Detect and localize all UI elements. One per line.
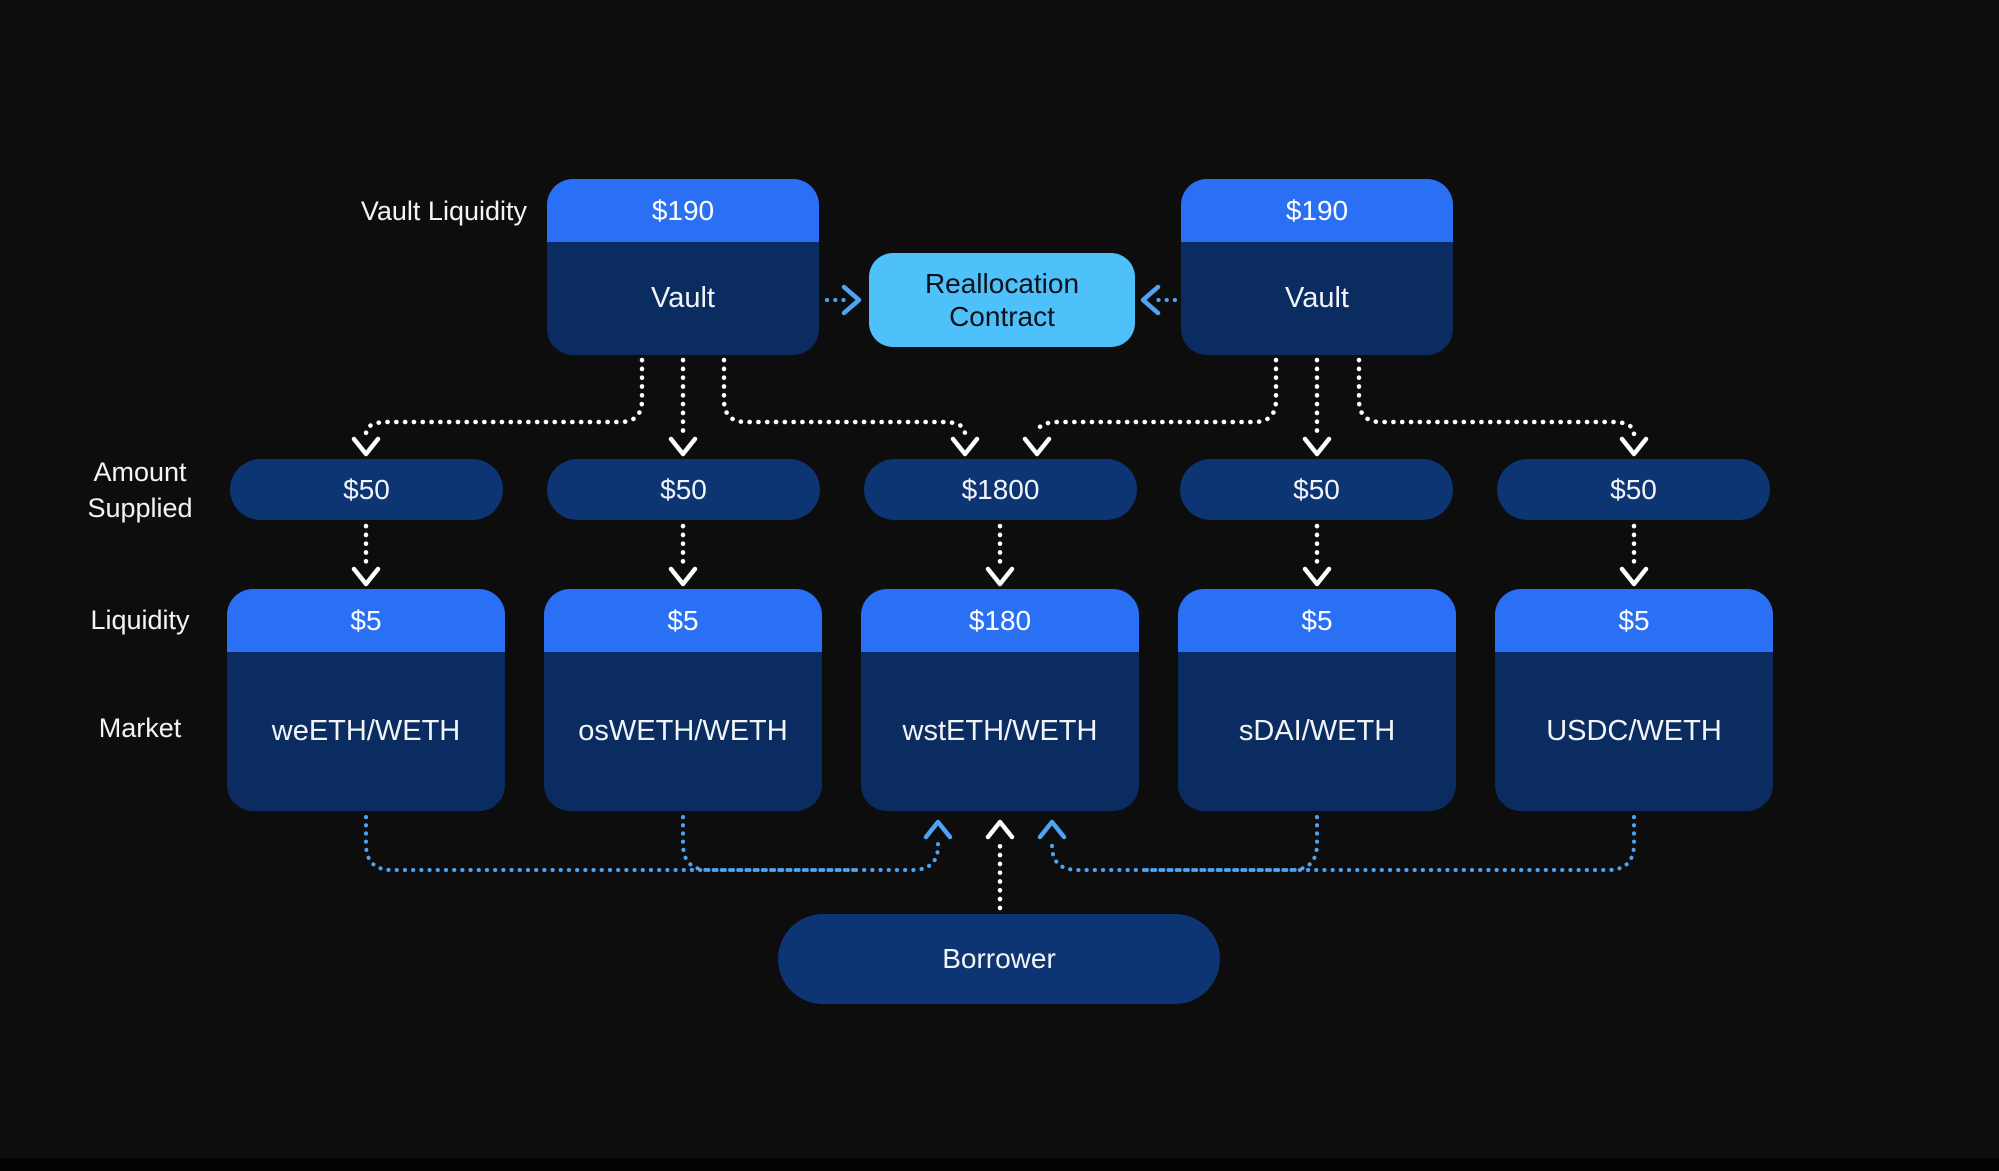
arrowhead-down-amount4 (1302, 436, 1332, 457)
arrowhead-down-market5 (1619, 566, 1649, 587)
market-card-usdc: $5 USDC/WETH (1495, 589, 1773, 811)
arrowhead-down-market1 (351, 566, 381, 587)
market-osweth-liquidity: $5 (544, 589, 822, 652)
wire-market1-to-market3 (364, 815, 940, 872)
market-usdc-liquidity: $5 (1495, 589, 1773, 652)
market-card-sdai: $5 sDAI/WETH (1178, 589, 1456, 811)
market-card-wsteth: $180 wstETH/WETH (861, 589, 1139, 811)
vault-card-left: $190 Vault (547, 179, 819, 355)
amount-pill-1: $50 (230, 459, 503, 520)
vault-card-right: $190 Vault (1181, 179, 1453, 355)
arrowhead-down-amount2 (668, 436, 698, 457)
label-vault-liquidity: Vault Liquidity (360, 196, 527, 226)
market-card-osweth: $5 osWETH/WETH (544, 589, 822, 811)
label-liquidity: Liquidity (90, 605, 190, 635)
label-market: Market (98, 713, 182, 743)
vault-left-label: Vault (547, 242, 819, 355)
arrowhead-up-market3-center (985, 819, 1015, 840)
arrowhead-right-contract (841, 284, 862, 316)
market-wsteth-name: wstETH/WETH (861, 652, 1139, 811)
vault-right-liquidity: $190 (1181, 179, 1453, 242)
wire-vault1-to-amount1 (363, 357, 645, 437)
bottom-edge-bar (0, 1158, 1999, 1171)
market-sdai-liquidity: $5 (1178, 589, 1456, 652)
arrowhead-down-market4 (1302, 566, 1332, 587)
arrowhead-down-amount1 (351, 436, 381, 457)
amount-pill-3: $1800 (864, 459, 1137, 520)
market-sdai-name: sDAI/WETH (1178, 652, 1456, 811)
vault-left-liquidity: $190 (547, 179, 819, 242)
market-card-weeth: $5 weETH/WETH (227, 589, 505, 811)
wire-market4-to-market3 (1138, 815, 1319, 872)
arrowhead-down-amount5 (1619, 436, 1649, 457)
market-osweth-name: osWETH/WETH (544, 652, 822, 811)
amount-pill-2: $50 (547, 459, 820, 520)
market-weeth-liquidity: $5 (227, 589, 505, 652)
arrowhead-down-amount3-left (950, 436, 980, 457)
wire-vault2-to-amount5 (1356, 357, 1637, 437)
wire-market5-to-market3 (1050, 815, 1636, 872)
arrowhead-down-amount3-right (1022, 436, 1052, 457)
arrowhead-up-market3-left (923, 819, 953, 840)
market-wsteth-liquidity: $180 (861, 589, 1139, 652)
amount-pill-5: $50 (1497, 459, 1770, 520)
wire-vault2-to-amount3 (1034, 357, 1279, 437)
amount-pill-4: $50 (1180, 459, 1453, 520)
arrowhead-left-contract (1140, 284, 1161, 316)
vault-right-label: Vault (1181, 242, 1453, 355)
borrower-node: Borrower (778, 914, 1220, 1004)
arrowhead-down-market3 (985, 566, 1015, 587)
market-weeth-name: weETH/WETH (227, 652, 505, 811)
arrowhead-down-market2 (668, 566, 698, 587)
reallocation-contract-node: Reallocation Contract (869, 253, 1135, 347)
market-usdc-name: USDC/WETH (1495, 652, 1773, 811)
wire-market2-to-market3 (681, 815, 862, 872)
wire-vault1-to-amount3 (721, 357, 968, 437)
label-amount-supplied: Amount Supplied (87, 457, 193, 523)
arrowhead-up-market3-right (1037, 819, 1067, 840)
